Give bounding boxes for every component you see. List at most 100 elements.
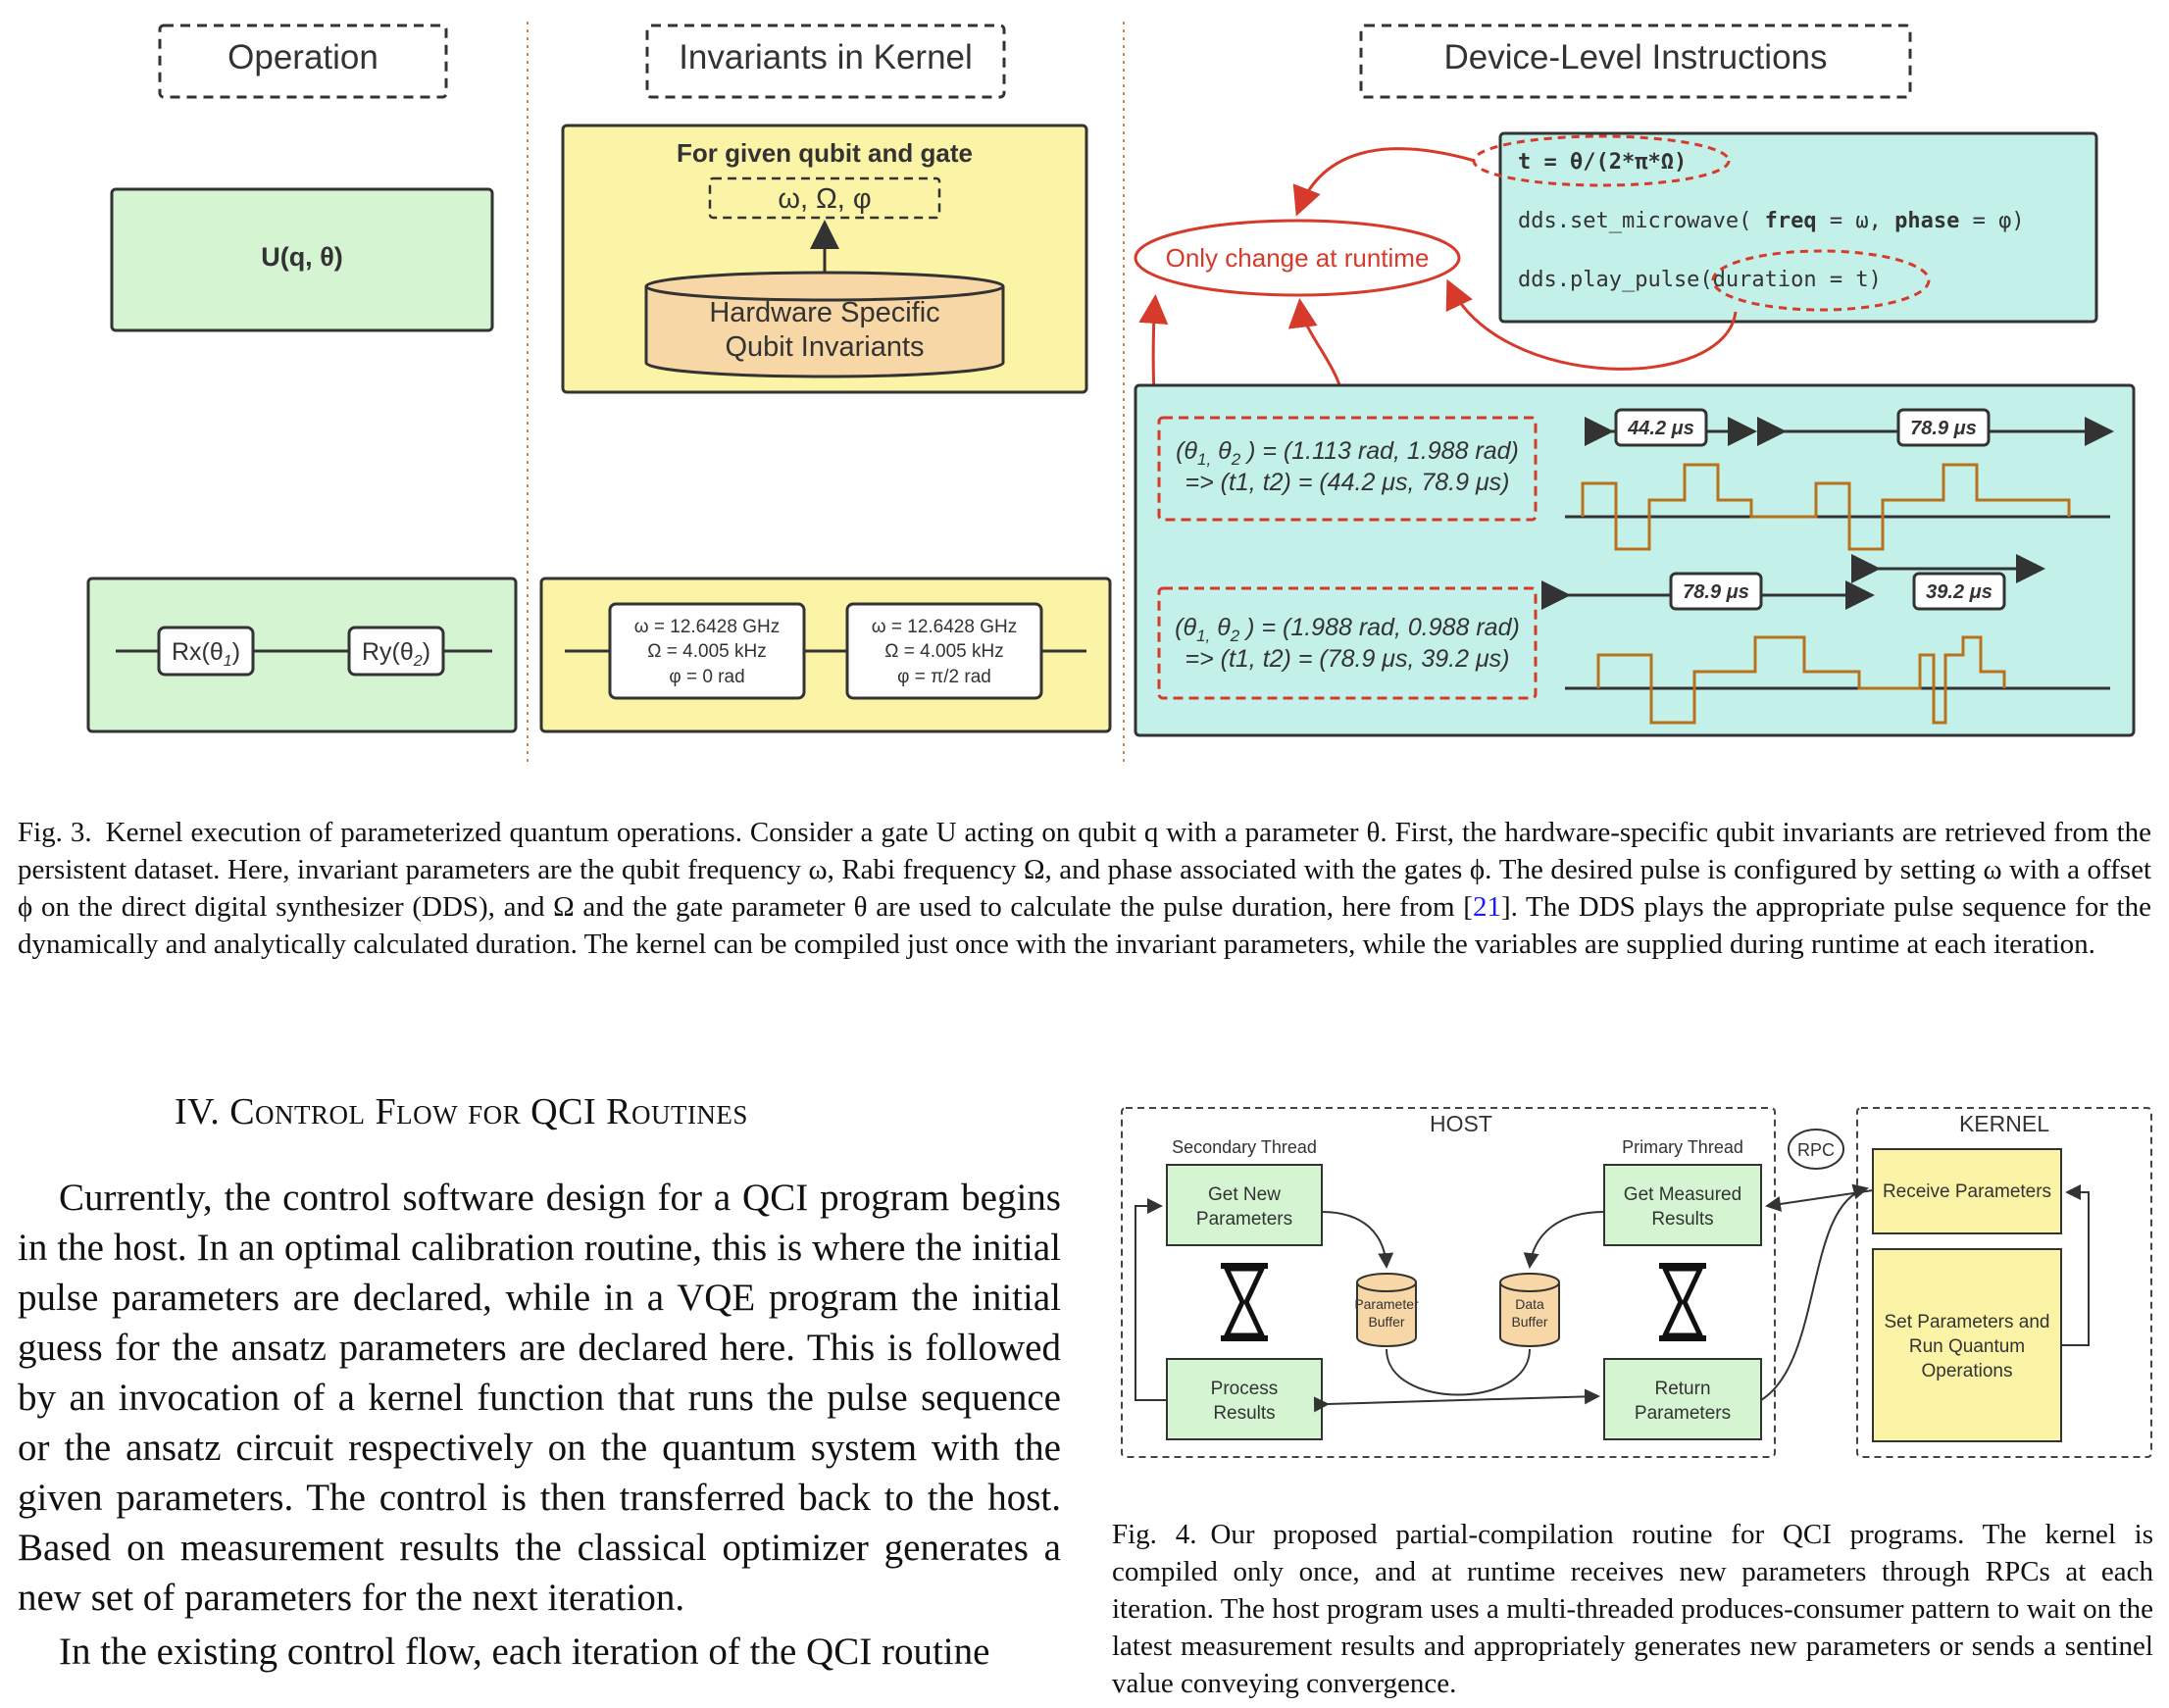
arrow-process-loop [1135, 1198, 1167, 1401]
figure-4-caption: Fig. 4.Our proposed partial-compilation … [1112, 1516, 2153, 1702]
arrow-formula-to-runtime [1292, 147, 1476, 217]
arrow-process-return [1313, 1388, 1600, 1413]
runtime-label: Only change at runtime [1166, 243, 1430, 273]
get-measured-results-2: Results [1651, 1209, 1713, 1230]
invariants-title: For given qubit and gate [677, 138, 973, 168]
code-line-1: t = θ/(2*π*Ω) [1518, 150, 1687, 175]
section-body: Currently, the control software design f… [18, 1173, 1061, 1677]
data-buffer-label-1: Data [1515, 1296, 1544, 1312]
get-new-parameters-1: Get New [1208, 1184, 1281, 1205]
primary-thread-label: Primary Thread [1622, 1137, 1743, 1157]
rpc-label: RPC [1797, 1140, 1835, 1160]
db-label-2: Qubit Invariants [725, 331, 924, 363]
pulse-trace-2 [1596, 635, 2006, 725]
invariant-params: ω, Ω, φ [778, 183, 871, 215]
db-label-1: Hardware Specific [709, 297, 939, 328]
hardware-db-top [644, 271, 1005, 302]
caption-4-text: Our proposed partial-compilation routine… [1112, 1519, 2154, 1699]
duration-label-2b-box [1912, 572, 2006, 611]
host-label: HOST [1430, 1111, 1492, 1136]
receive-parameters-label: Receive Parameters [1883, 1181, 2051, 1202]
host-container [1121, 1107, 1776, 1458]
hardware-db-cylinder [644, 286, 1005, 378]
return-parameters-box [1603, 1358, 1762, 1440]
duration-label-2a: 78.9 μs [1683, 581, 1749, 603]
set-parameters-3: Operations [1922, 1361, 2013, 1381]
process-results-box [1166, 1358, 1323, 1440]
invariant-card-2 [845, 602, 1043, 700]
get-measured-results-box [1603, 1164, 1762, 1246]
parameter-buffer-label-1: Parameter [1354, 1296, 1419, 1312]
get-new-parameters-box [1166, 1164, 1323, 1246]
kernel-loop-arrow [2061, 1184, 2090, 1346]
example-1-box [1157, 416, 1538, 522]
data-buffer-label-2: Buffer [1511, 1314, 1547, 1330]
set-parameters-1: Set Parameters and [1885, 1312, 2050, 1332]
example-2-box [1157, 586, 1538, 700]
return-parameters-1: Return [1654, 1379, 1710, 1399]
card-2-omega: ω = 12.6428 GHz [872, 617, 1017, 637]
caption-3-text-end: ]. The DDS plays the appropriate pulse s… [18, 891, 2151, 960]
example-2-line-2: => (t1, t2) = (78.9 μs, 39.2 μs) [1185, 645, 1509, 673]
arrow-buffers-link [1386, 1348, 1531, 1396]
rpc-oval [1788, 1129, 1844, 1170]
runtime-ellipse [1134, 219, 1461, 297]
card-2-rabi: Ω = 4.005 kHz [884, 641, 1003, 662]
arrow-return-to-kernel [1760, 1183, 1869, 1401]
duration-label-1b: 78.9 μs [1910, 418, 1977, 439]
header-invariants: Invariants in Kernel [679, 38, 973, 76]
body-paragraph-1: Currently, the control software design f… [18, 1177, 1061, 1619]
figure-3-label: Fig. 3. [18, 817, 92, 848]
pulse-box [1134, 383, 2136, 737]
invariant-card-1 [608, 602, 806, 700]
set-parameters-box [1872, 1248, 2062, 1442]
arrow-duration-to-runtime [1445, 278, 1738, 371]
header-operation-box [158, 24, 448, 99]
data-buffer [1499, 1282, 1560, 1347]
gate-rx [157, 626, 255, 677]
caption-3-text: Kernel execution of parameterized quantu… [18, 817, 2151, 923]
code-box [1498, 131, 2098, 324]
operation-label: U(q, θ) [261, 242, 343, 272]
card-2-phase: φ = π/2 rad [897, 667, 991, 687]
return-parameters-2: Parameters [1635, 1403, 1731, 1424]
header-invariants-box [645, 24, 1006, 99]
duration-label-1a-box [1614, 408, 1708, 447]
set-parameters-2: Run Quantum [1909, 1336, 2025, 1357]
kernel-label: KERNEL [1959, 1111, 2049, 1136]
example-1-line-1: (θ1, θ2 ) = (1.113 rad, 1.988 rad) [1176, 437, 1519, 469]
card-1-phase: φ = 0 rad [669, 667, 744, 687]
example-2-line-1: (θ1, θ2 ) = (1.988 rad, 0.988 rad) [1175, 614, 1520, 645]
gate-ry-label: Ry(θ2) [362, 638, 430, 670]
kernel-container [1856, 1107, 2152, 1458]
figure-4: HOST Secondary Thread Primary Thread KER… [1121, 1107, 2152, 1458]
hourglass-icon [1659, 1263, 1706, 1341]
header-device: Device-Level Instructions [1444, 38, 1828, 76]
gate-ry [347, 626, 445, 677]
body-paragraph-2: In the existing control flow, each itera… [59, 1631, 990, 1673]
citation-link[interactable]: 21 [1472, 891, 1501, 923]
duration-label-2a-box [1669, 572, 1763, 611]
get-new-parameters-2: Parameters [1196, 1209, 1292, 1230]
duration-label-1b-box [1896, 408, 1991, 447]
duration-label-1a: 44.2 μs [1627, 418, 1694, 439]
arrow-measured-to-dbuf [1523, 1211, 1605, 1269]
parameter-buffer-label-2: Buffer [1368, 1314, 1404, 1330]
get-measured-results-1: Get Measured [1624, 1184, 1741, 1205]
pulse-trace-1 [1581, 463, 2071, 551]
figure-4-label: Fig. 4. [1112, 1519, 1197, 1550]
duration-label-2b: 39.2 μs [1926, 581, 1992, 603]
header-device-box [1359, 24, 1912, 99]
gate-rx-label: Rx(θ1) [172, 638, 240, 670]
circuit-box [86, 577, 518, 733]
code-line-2: dds.set_microwave( freq = ω, phase = φ) [1518, 209, 2025, 233]
hourglass-icon [1221, 1263, 1268, 1341]
operation-box [110, 187, 494, 332]
header-operation: Operation [227, 38, 378, 76]
card-1-omega: ω = 12.6428 GHz [634, 617, 780, 637]
code-line-3: dds.play_pulse(duration = t) [1518, 268, 1882, 292]
figure-3: Operation Invariants in Kernel Device-Le… [86, 22, 2136, 765]
invariant-params-box [708, 176, 941, 220]
process-results-2: Results [1213, 1403, 1275, 1424]
data-buffer-top [1499, 1273, 1560, 1292]
